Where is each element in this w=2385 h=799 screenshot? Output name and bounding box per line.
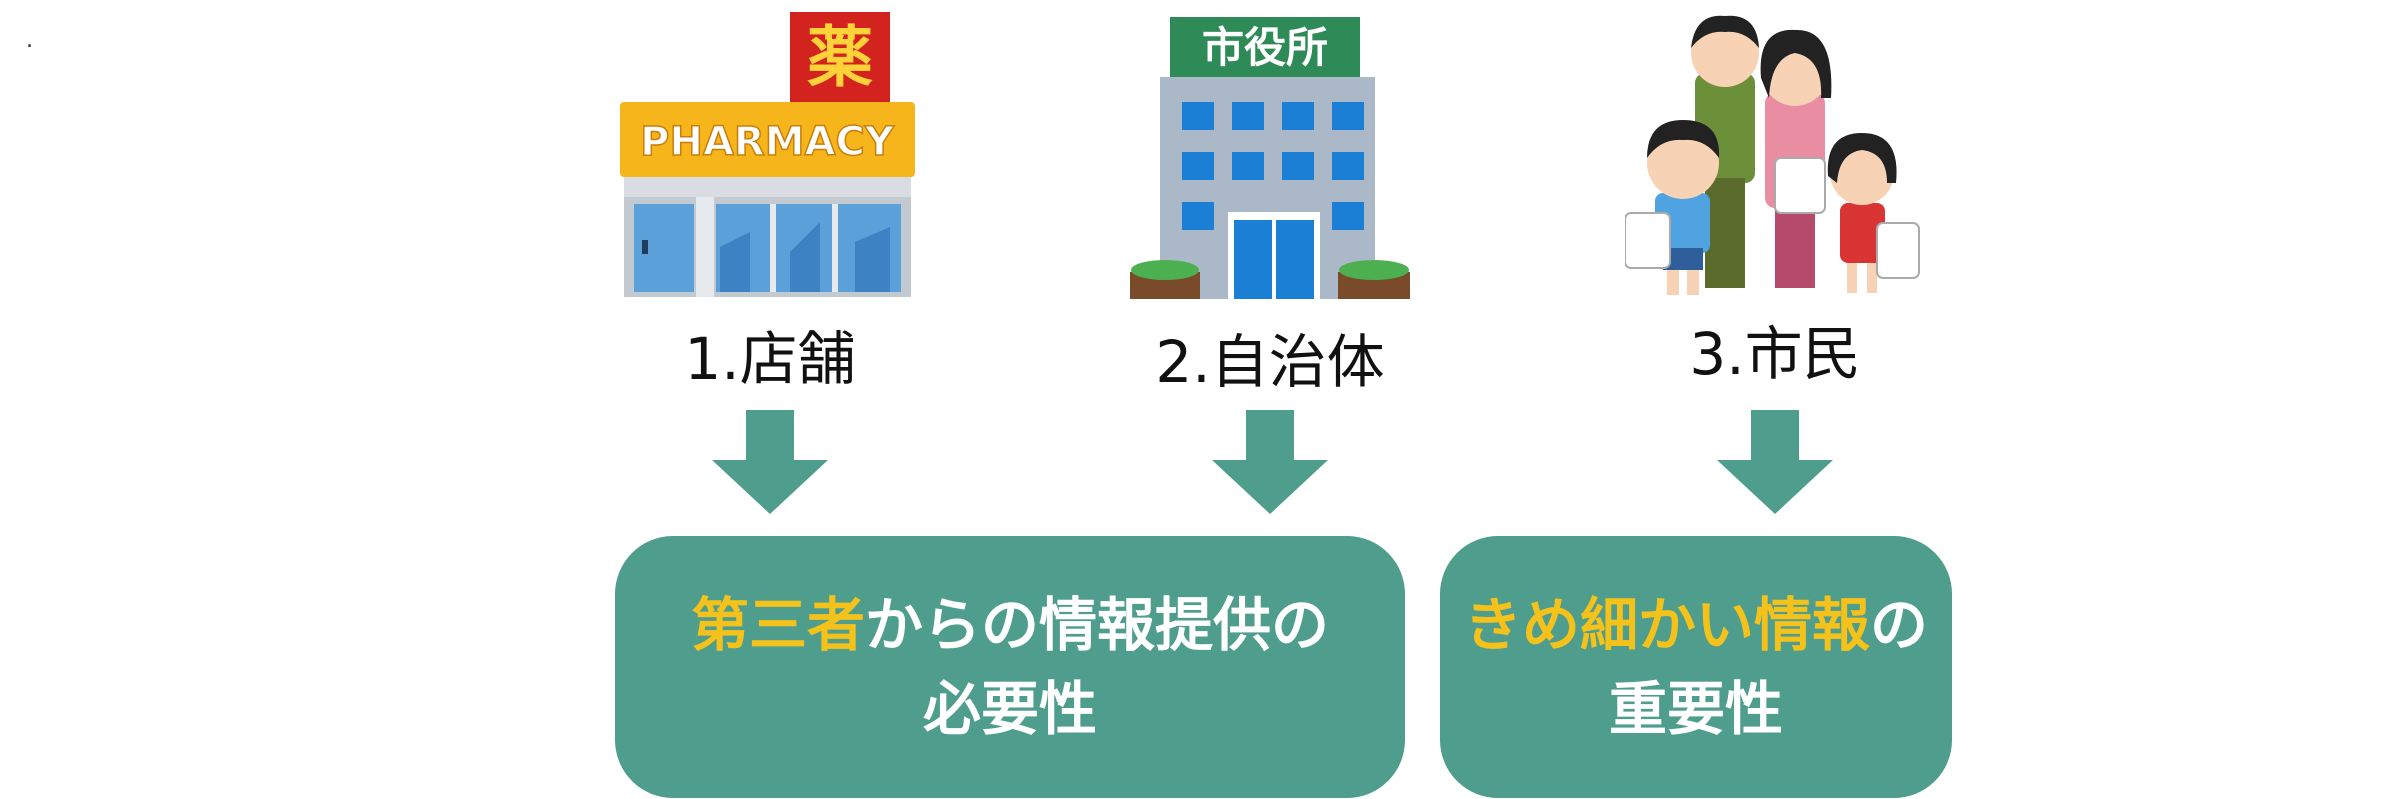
conclusion-box-third-party: 第三者からの情報提供の 必要性 bbox=[615, 536, 1405, 798]
pharmacy-kanji-sign: 薬 bbox=[807, 19, 873, 96]
down-arrow-store bbox=[712, 410, 828, 514]
conclusion-text: の bbox=[1870, 590, 1929, 659]
conclusion-line-2: 重要性 bbox=[1608, 675, 1783, 743]
conclusion-highlight: 第三者 bbox=[690, 590, 865, 659]
conclusion-line-1: きめ細かい情報の bbox=[1464, 583, 1928, 667]
citizens-family-illustration bbox=[1625, 15, 1920, 295]
conclusion-line-1: 第三者からの情報提供の bbox=[691, 583, 1329, 667]
down-arrow-municipality bbox=[1212, 410, 1328, 514]
city-hall-illustration: 市役所 bbox=[1130, 17, 1410, 299]
source-label-citizens: 3.市民 bbox=[1689, 320, 1861, 388]
source-label-municipality: 2.自治体 bbox=[1155, 328, 1385, 396]
stray-dot: . bbox=[26, 28, 33, 53]
conclusion-highlight: きめ細かい情報 bbox=[1463, 590, 1870, 659]
down-arrow-citizens bbox=[1717, 410, 1833, 514]
conclusion-text: からの情報提供の bbox=[865, 590, 1330, 659]
source-label-store: 1.店舗 bbox=[684, 325, 856, 393]
city-hall-sign-text: 市役所 bbox=[1202, 23, 1328, 72]
conclusion-box-detailed-info: きめ細かい情報の 重要性 bbox=[1440, 536, 1952, 798]
pharmacy-illustration: 薬 PHARMACY bbox=[620, 12, 915, 297]
pharmacy-sign-text: PHARMACY bbox=[640, 119, 895, 165]
conclusion-line-2: 必要性 bbox=[922, 675, 1097, 743]
